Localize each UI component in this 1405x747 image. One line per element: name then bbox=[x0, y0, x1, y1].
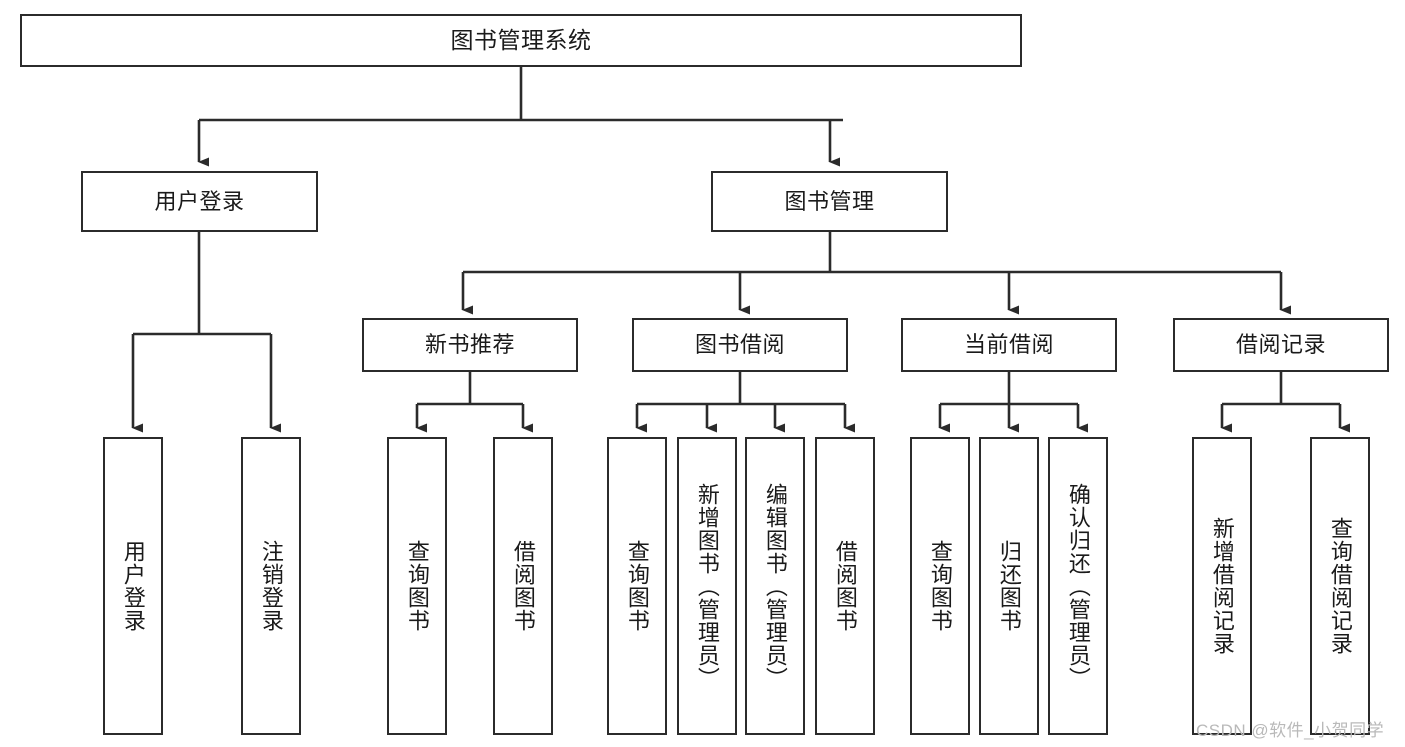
node-current-borrow-label: 当前借阅 bbox=[963, 332, 1054, 358]
node-current-borrow[interactable]: 当前借阅 bbox=[901, 318, 1117, 372]
node-new-book-rec-label: 新书推荐 bbox=[424, 332, 515, 358]
node-leaf-query-record-label: 查询借阅记录 bbox=[1327, 517, 1353, 655]
node-leaf-query-book-1-label: 查询图书 bbox=[404, 540, 430, 632]
node-user-login-label: 用户登录 bbox=[154, 188, 245, 214]
node-leaf-query-record[interactable]: 查询借阅记录 bbox=[1310, 437, 1370, 735]
node-root-system-label: 图书管理系统 bbox=[450, 27, 592, 54]
node-leaf-return-book[interactable]: 归还图书 bbox=[979, 437, 1039, 735]
node-leaf-query-book-3[interactable]: 查询图书 bbox=[910, 437, 970, 735]
node-leaf-query-book-2[interactable]: 查询图书 bbox=[607, 437, 667, 735]
node-borrow-record-label: 借阅记录 bbox=[1235, 332, 1326, 358]
node-leaf-return-book-label: 归还图书 bbox=[996, 540, 1022, 632]
node-leaf-borrow-book-2[interactable]: 借阅图书 bbox=[815, 437, 875, 735]
node-leaf-user-login[interactable]: 用户登录 bbox=[103, 437, 163, 735]
node-leaf-borrow-book-1[interactable]: 借阅图书 bbox=[493, 437, 553, 735]
node-user-login[interactable]: 用户登录 bbox=[81, 171, 318, 232]
node-leaf-logout[interactable]: 注销登录 bbox=[241, 437, 301, 735]
node-leaf-add-book[interactable]: 新增图书（管理员） bbox=[677, 437, 737, 735]
node-leaf-query-book-2-label: 查询图书 bbox=[624, 540, 650, 632]
node-new-book-rec[interactable]: 新书推荐 bbox=[362, 318, 578, 372]
node-book-borrow-label: 图书借阅 bbox=[694, 332, 785, 358]
node-leaf-logout-label: 注销登录 bbox=[258, 540, 284, 632]
node-book-borrow[interactable]: 图书借阅 bbox=[632, 318, 848, 372]
node-leaf-user-login-label: 用户登录 bbox=[120, 540, 146, 632]
node-leaf-add-record[interactable]: 新增借阅记录 bbox=[1192, 437, 1252, 735]
node-leaf-edit-book[interactable]: 编辑图书（管理员） bbox=[745, 437, 805, 735]
node-leaf-add-book-label: 新增图书（管理员） bbox=[694, 482, 720, 690]
node-book-manage-label: 图书管理 bbox=[784, 188, 875, 214]
node-leaf-confirm-return[interactable]: 确认归还（管理员） bbox=[1048, 437, 1108, 735]
node-leaf-edit-book-label: 编辑图书（管理员） bbox=[762, 482, 788, 690]
node-leaf-add-record-label: 新增借阅记录 bbox=[1209, 517, 1235, 655]
node-leaf-borrow-book-1-label: 借阅图书 bbox=[510, 540, 536, 632]
csdn-watermark: CSDN @软件_小贺同学 bbox=[1196, 721, 1385, 740]
node-leaf-borrow-book-2-label: 借阅图书 bbox=[832, 540, 858, 632]
node-book-manage[interactable]: 图书管理 bbox=[711, 171, 948, 232]
node-borrow-record[interactable]: 借阅记录 bbox=[1173, 318, 1389, 372]
node-leaf-confirm-return-label: 确认归还（管理员） bbox=[1065, 482, 1091, 690]
node-root-system[interactable]: 图书管理系统 bbox=[20, 14, 1022, 67]
node-leaf-query-book-3-label: 查询图书 bbox=[927, 540, 953, 632]
node-leaf-query-book-1[interactable]: 查询图书 bbox=[387, 437, 447, 735]
